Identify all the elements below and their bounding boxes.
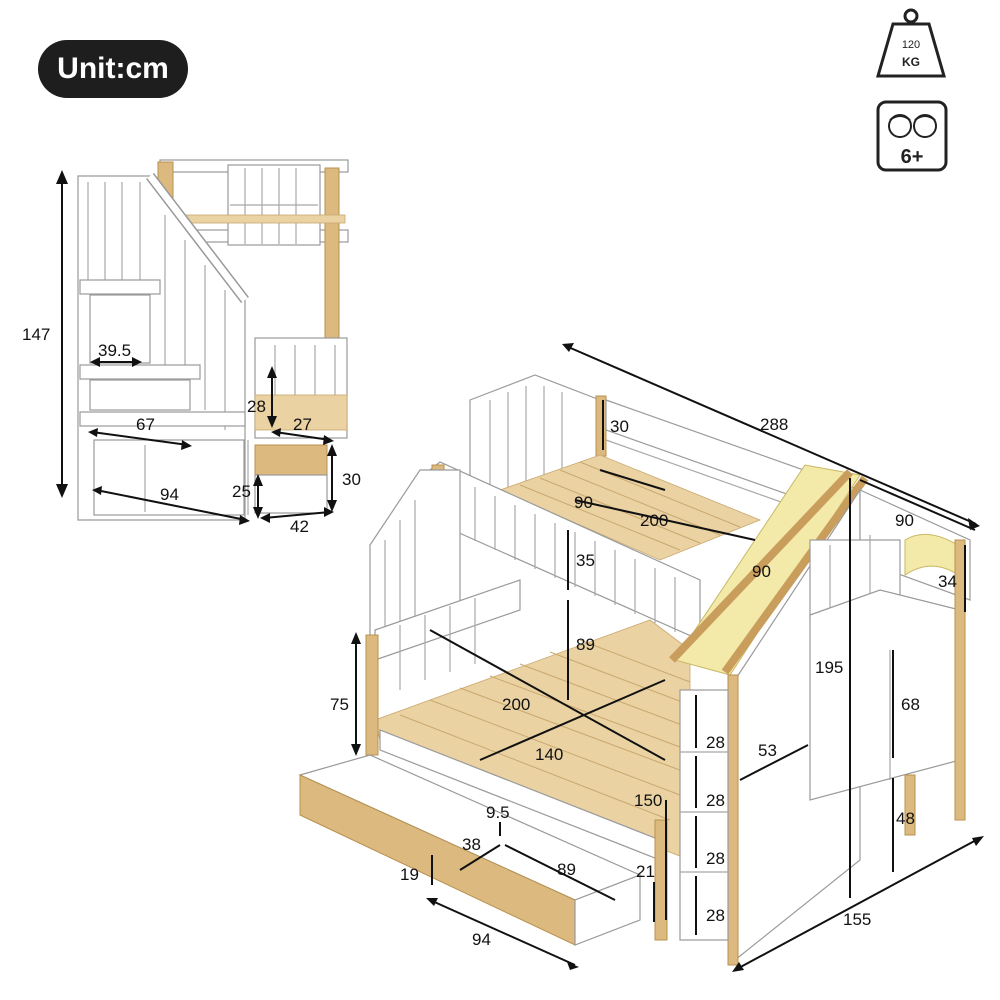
dim-147: 147 xyxy=(22,325,50,344)
stair-drawer-front xyxy=(254,444,328,476)
dim-48: 48 xyxy=(896,809,915,828)
dim-34: 34 xyxy=(938,572,957,591)
dim-35: 35 xyxy=(576,551,595,570)
dim-200-bottom: 200 xyxy=(502,695,530,714)
unit-label: Unit:cm xyxy=(57,52,169,85)
dim-200-top: 200 xyxy=(640,511,668,530)
dim-38: 38 xyxy=(462,835,481,854)
dim-195: 195 xyxy=(815,658,843,677)
age-icon: 6+ xyxy=(876,100,948,172)
dim-30-stair: 30 xyxy=(342,470,361,489)
dim-21: 21 xyxy=(636,862,655,881)
dim-288: 288 xyxy=(760,415,788,434)
dim-shelf-28-1: 28 xyxy=(706,733,725,752)
dim-39-5: 39.5 xyxy=(98,341,131,360)
dim-9-5: 9.5 xyxy=(486,803,510,822)
upper-post-wood xyxy=(324,167,340,339)
weight-value: 120 xyxy=(902,39,920,51)
dim-89: 89 xyxy=(576,635,595,654)
dim-89-drawer: 89 xyxy=(557,860,576,879)
dim-25: 25 xyxy=(232,482,251,501)
side-cabinet xyxy=(809,589,961,801)
dim-shelf-28-4: 28 xyxy=(706,906,725,925)
dim-155: 155 xyxy=(843,910,871,929)
dim-94-stair: 94 xyxy=(160,485,179,504)
dim-68: 68 xyxy=(901,695,920,714)
dim-140: 140 xyxy=(535,745,563,764)
top-slats xyxy=(498,454,762,561)
weight-icon: 120 KG xyxy=(876,8,946,78)
dim-150: 150 xyxy=(634,791,662,810)
age-label: 6+ xyxy=(901,146,924,168)
dim-28: 28 xyxy=(247,397,266,416)
staircase-body xyxy=(77,175,246,521)
dim-19: 19 xyxy=(400,865,419,884)
dim-75: 75 xyxy=(330,695,349,714)
dim-94-drawer: 94 xyxy=(472,930,491,949)
dim-53: 53 xyxy=(758,741,777,760)
dim-90-slide: 90 xyxy=(752,562,771,581)
stair-drawer xyxy=(254,474,328,514)
slide-canopy xyxy=(674,464,861,676)
dim-shelf-28-2: 28 xyxy=(706,791,725,810)
unit-badge: Unit:cm xyxy=(38,40,188,98)
dim-shelf-28-3: 28 xyxy=(706,849,725,868)
dim-90-side: 90 xyxy=(895,511,914,530)
dim-42: 42 xyxy=(290,517,309,536)
shelf-column xyxy=(679,689,729,941)
weight-unit: KG xyxy=(902,55,920,69)
dim-67: 67 xyxy=(136,415,155,434)
stair-dimensions: 147 39.5 67 28 27 94 25 42 30 xyxy=(22,170,361,536)
stair-view xyxy=(77,159,349,521)
dim-30-rail: 30 xyxy=(610,417,629,436)
dim-27: 27 xyxy=(293,415,312,434)
main-dimensions: 288 30 90 200 35 89 200 140 75 90 34 90 … xyxy=(330,343,984,972)
